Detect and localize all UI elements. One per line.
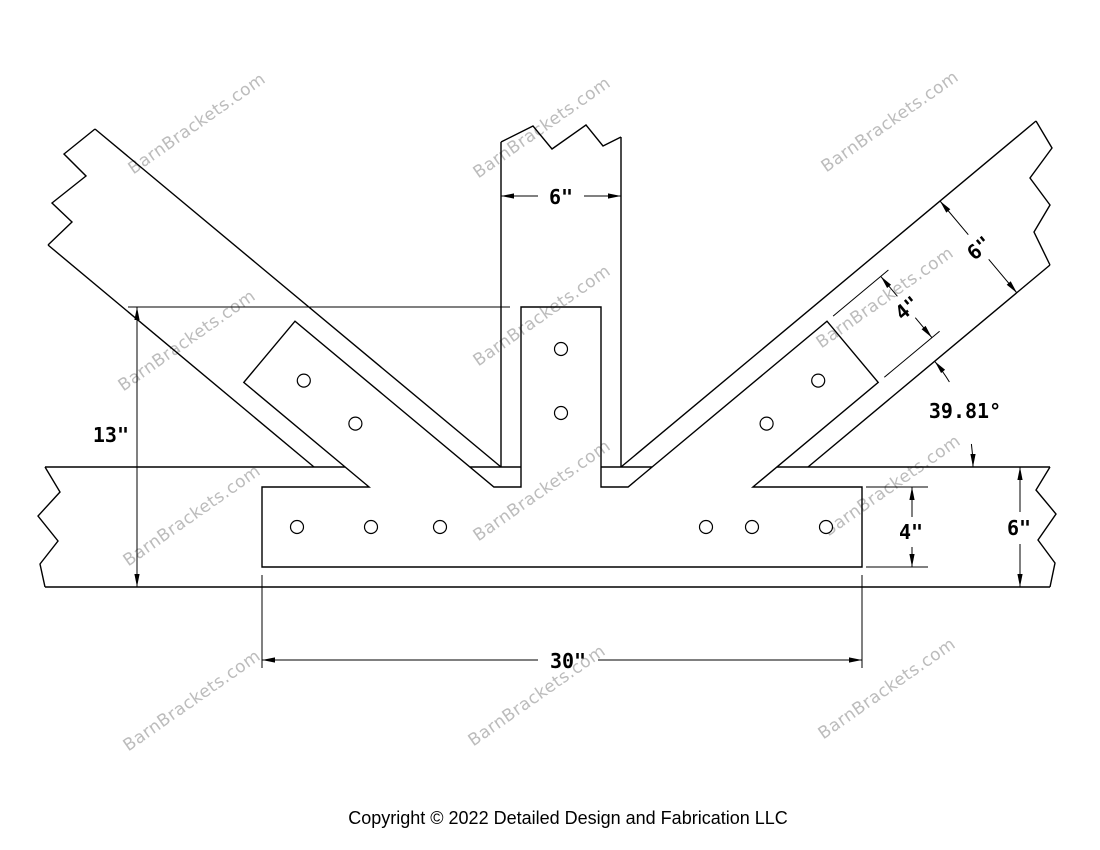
watermark-text: BarnBrackets.com (470, 436, 615, 546)
dimension-beam-height: 6" (1007, 467, 1031, 587)
left-brace-lower-edge (47, 244, 315, 468)
dimension-brace-angle: 39.81° (929, 361, 1001, 468)
bolt-hole (818, 519, 834, 535)
bolt-hole (553, 405, 569, 421)
watermark-text: BarnBrackets.com (815, 634, 960, 744)
right-brace-lower-edge (807, 264, 1051, 468)
arrowhead-icon (880, 276, 892, 288)
arrowhead-icon (934, 361, 946, 373)
brace-angle-label: 39.81° (929, 399, 1001, 423)
arrowhead-icon (909, 487, 915, 500)
dimension-bracket-length: 30" (261, 575, 863, 673)
watermark-text: BarnBrackets.com (125, 69, 270, 179)
arrowhead-icon (909, 554, 915, 567)
beam-outline (37, 466, 1057, 588)
arrowhead-icon (134, 574, 140, 587)
bolt-hole (363, 519, 379, 535)
bracket-height-label: 13" (93, 423, 129, 447)
bracket-length-label: 30" (550, 649, 586, 673)
arrowhead-icon (1017, 574, 1023, 587)
extension-line (261, 575, 863, 668)
arrowhead-icon (262, 657, 275, 663)
arrowhead-icon (501, 193, 514, 199)
left-brace-outline (47, 128, 502, 468)
arrowhead-icon (1017, 467, 1023, 480)
post-top-break-icon (500, 124, 622, 150)
arrowhead-icon (1006, 281, 1017, 293)
bracket-plate-outline (242, 306, 880, 568)
right-brace-upper-edge (620, 120, 1037, 468)
watermark-text: BarnBrackets.com (470, 73, 615, 183)
bolt-hole (744, 519, 760, 535)
arrowhead-icon (970, 454, 976, 467)
copyright-text: Copyright © 2022 Detailed Design and Fab… (348, 808, 788, 828)
arrowhead-icon (608, 193, 621, 199)
beam-right-break-icon (1035, 466, 1057, 588)
dimension-post-width: 6" (501, 185, 621, 209)
bolt-hole (296, 373, 311, 388)
bolt-hole (698, 519, 714, 535)
watermark-text: BarnBrackets.com (465, 641, 610, 751)
left-brace-upper-edge (94, 128, 502, 468)
watermark-text: BarnBrackets.com (470, 261, 615, 371)
extension-line (866, 486, 928, 568)
plate-height-label: 4" (899, 520, 923, 544)
post-width-label: 6" (549, 185, 573, 209)
right-brace-break-icon (1029, 120, 1053, 266)
watermarks: BarnBrackets.com BarnBrackets.com BarnBr… (115, 67, 965, 756)
watermark-text: BarnBrackets.com (818, 67, 963, 177)
left-brace-break-icon (47, 128, 96, 246)
dimension-bracket-height: 13" (93, 306, 510, 587)
watermark-text: BarnBrackets.com (115, 286, 260, 396)
watermark-text: BarnBrackets.com (120, 646, 265, 756)
dimension-plate-height: 4" (866, 486, 928, 568)
beam-height-label: 6" (1007, 516, 1031, 540)
watermark-text: BarnBrackets.com (813, 243, 958, 353)
bracket-plate (242, 306, 880, 568)
extension-line (832, 269, 940, 378)
bolt-holes (289, 341, 834, 535)
arrowhead-icon (134, 307, 140, 320)
arrowhead-icon (849, 657, 862, 663)
bolt-hole (348, 416, 363, 431)
watermark-text: BarnBrackets.com (820, 431, 965, 541)
beam-left-break-icon (37, 466, 61, 588)
arrowhead-icon (921, 325, 932, 338)
bolt-hole (432, 519, 448, 535)
bolt-hole (759, 416, 774, 431)
dimension-brace-width: 6" (939, 200, 1018, 294)
brace-width-label: 6" (962, 231, 996, 265)
right-brace-outline (620, 120, 1053, 468)
bolt-hole (811, 373, 826, 388)
arrowhead-icon (940, 201, 951, 213)
bolt-hole (553, 341, 569, 357)
watermark-text: BarnBrackets.com (120, 461, 265, 571)
bolt-hole (289, 519, 305, 535)
